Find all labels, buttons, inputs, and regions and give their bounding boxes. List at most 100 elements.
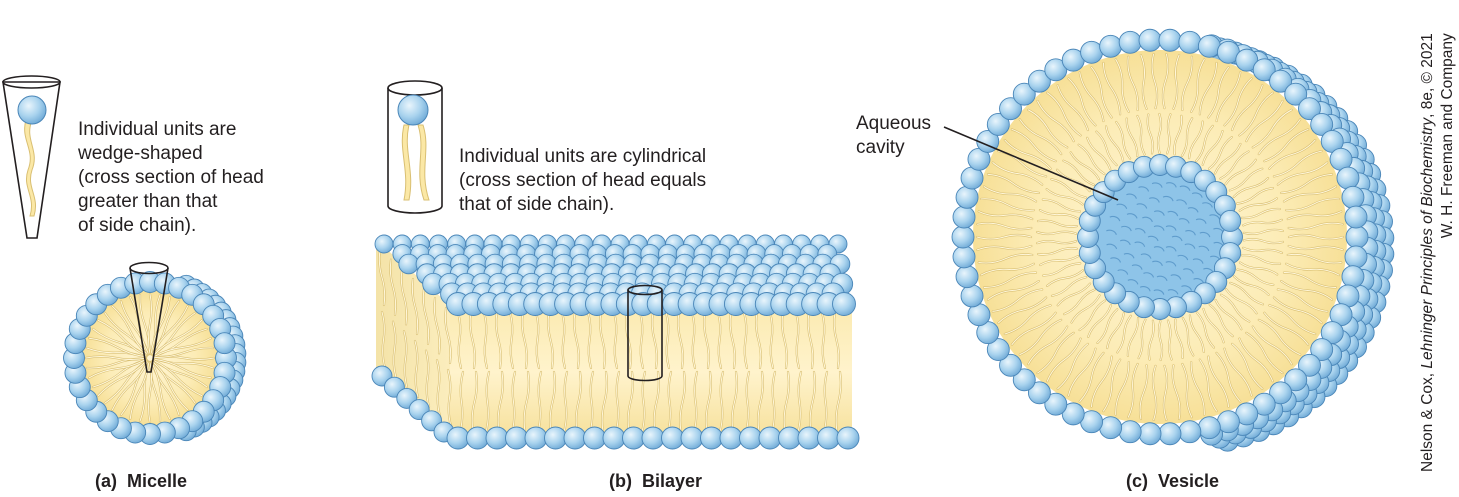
head-group-icon — [1178, 420, 1202, 444]
head-group-icon — [602, 426, 626, 450]
head-group-icon — [1320, 321, 1344, 345]
head-group-icon — [778, 426, 801, 450]
head-group-icon — [1341, 265, 1365, 289]
head-group-icon — [1336, 166, 1360, 190]
head-group-icon — [955, 185, 979, 209]
head-group-icon — [955, 265, 979, 289]
head-group-icon — [1138, 422, 1162, 446]
head-group-icon — [1158, 28, 1182, 52]
head-group-icon — [832, 292, 856, 316]
micelle-caption: (a) Micelle — [95, 471, 187, 492]
caption-name: Micelle — [127, 471, 188, 491]
head-group-icon — [797, 426, 821, 450]
head-group-icon — [1269, 381, 1293, 405]
head-group-icon — [1252, 392, 1276, 416]
head-group-icon — [1197, 416, 1221, 440]
head-group-icon — [1138, 28, 1162, 52]
bilayer-description-line: (cross section of head equals — [459, 170, 707, 191]
head-group-icon — [1284, 82, 1308, 106]
head-group-icon — [700, 426, 723, 450]
head-group-icon — [398, 253, 419, 275]
caption-letter: (a) — [95, 471, 117, 491]
head-group-icon — [661, 426, 684, 450]
head-group-icon — [1027, 381, 1051, 405]
head-group-icon — [1252, 58, 1276, 82]
micelle-description: Individual units are wedge-shaped (cross… — [78, 118, 264, 238]
head-group-icon — [213, 332, 236, 355]
head-group-icon — [1310, 338, 1334, 361]
caption-name: Vesicle — [1158, 471, 1220, 491]
micelle-wedge-outline — [129, 261, 169, 373]
head-group-icon — [1310, 113, 1334, 136]
head-group-icon — [952, 245, 976, 269]
head-group-icon — [1061, 402, 1085, 426]
head-group-icon — [1269, 69, 1293, 93]
head-group-icon — [505, 426, 528, 450]
head-group-icon — [17, 95, 47, 125]
head-group-icon — [1298, 97, 1321, 121]
head-group-icon — [1099, 416, 1123, 440]
micelle-description-line: greater than that — [78, 191, 218, 212]
head-group-icon — [446, 426, 470, 450]
vesicle-sphere — [951, 28, 1395, 452]
head-group-icon — [622, 426, 645, 450]
bilayer-description: Individual units are cylindrical (cross … — [459, 145, 706, 217]
head-group-icon — [986, 338, 1010, 361]
head-group-icon — [836, 426, 860, 450]
cylinder-unit-diagram — [387, 80, 443, 214]
credit-line-1: Nelson & Cox, Lehninger Principles of Bi… — [1419, 33, 1436, 472]
head-group-icon — [951, 225, 975, 249]
aqueous-cavity-pointer — [943, 126, 1119, 201]
micelle-description-line: wedge-shaped — [78, 143, 203, 164]
head-group-icon — [1044, 58, 1068, 82]
head-group-icon — [758, 426, 782, 450]
head-group-icon — [1344, 205, 1368, 229]
bilayer-description-line: that of side chain). — [459, 194, 615, 215]
head-group-icon — [1341, 185, 1365, 209]
head-group-icon — [1012, 368, 1036, 392]
head-group-icon — [544, 426, 567, 450]
head-group-icon — [739, 426, 762, 450]
head-group-icon — [1044, 392, 1068, 416]
head-group-icon — [1197, 34, 1221, 58]
head-group-icon — [817, 426, 840, 450]
aqueous-cavity-label-line: Aqueous — [856, 113, 932, 134]
head-group-icon — [583, 426, 606, 450]
head-group-icon — [999, 97, 1022, 121]
head-group-icon — [1235, 48, 1259, 72]
head-group-icon — [466, 426, 489, 450]
head-group-icon — [986, 113, 1010, 136]
head-group-icon — [641, 426, 665, 450]
head-group-icon — [680, 426, 704, 450]
head-group-icon — [1298, 353, 1321, 377]
head-group-icon — [1027, 69, 1051, 93]
head-group-icon — [1216, 410, 1240, 434]
aqueous-cavity-label-line: cavity — [856, 137, 905, 158]
micelle-description-line: (cross section of head — [78, 167, 264, 188]
head-group-icon — [1118, 420, 1142, 444]
head-group-icon — [1118, 30, 1142, 54]
head-group-icon — [1219, 210, 1242, 232]
credit-line: Nelson & Cox, Lehninger Principles of Bi… — [1418, 0, 1459, 480]
head-group-icon — [1012, 82, 1036, 106]
head-group-icon — [1284, 368, 1308, 392]
caption-letter: (c) — [1126, 471, 1148, 491]
micelle-sphere — [63, 271, 247, 445]
head-group-icon — [485, 426, 509, 450]
head-group-icon — [524, 426, 548, 450]
caption-letter: (b) — [609, 471, 632, 491]
caption-name: Bilayer — [641, 471, 703, 491]
bilayer-caption: (b) Bilayer — [609, 471, 702, 492]
head-group-icon — [1158, 422, 1182, 446]
head-group-icon — [1099, 34, 1123, 58]
head-group-icon — [960, 284, 984, 308]
head-group-icon — [1344, 245, 1368, 269]
wedge-unit-diagram — [2, 75, 61, 239]
micelle-description-line: of side chain). — [78, 215, 197, 236]
bilayer-description-line: Individual units are cylindrical — [459, 146, 707, 167]
aqueous-cavity-label: Aqueous cavity — [856, 112, 931, 160]
head-group-icon — [397, 94, 429, 126]
head-group-icon — [719, 426, 743, 450]
